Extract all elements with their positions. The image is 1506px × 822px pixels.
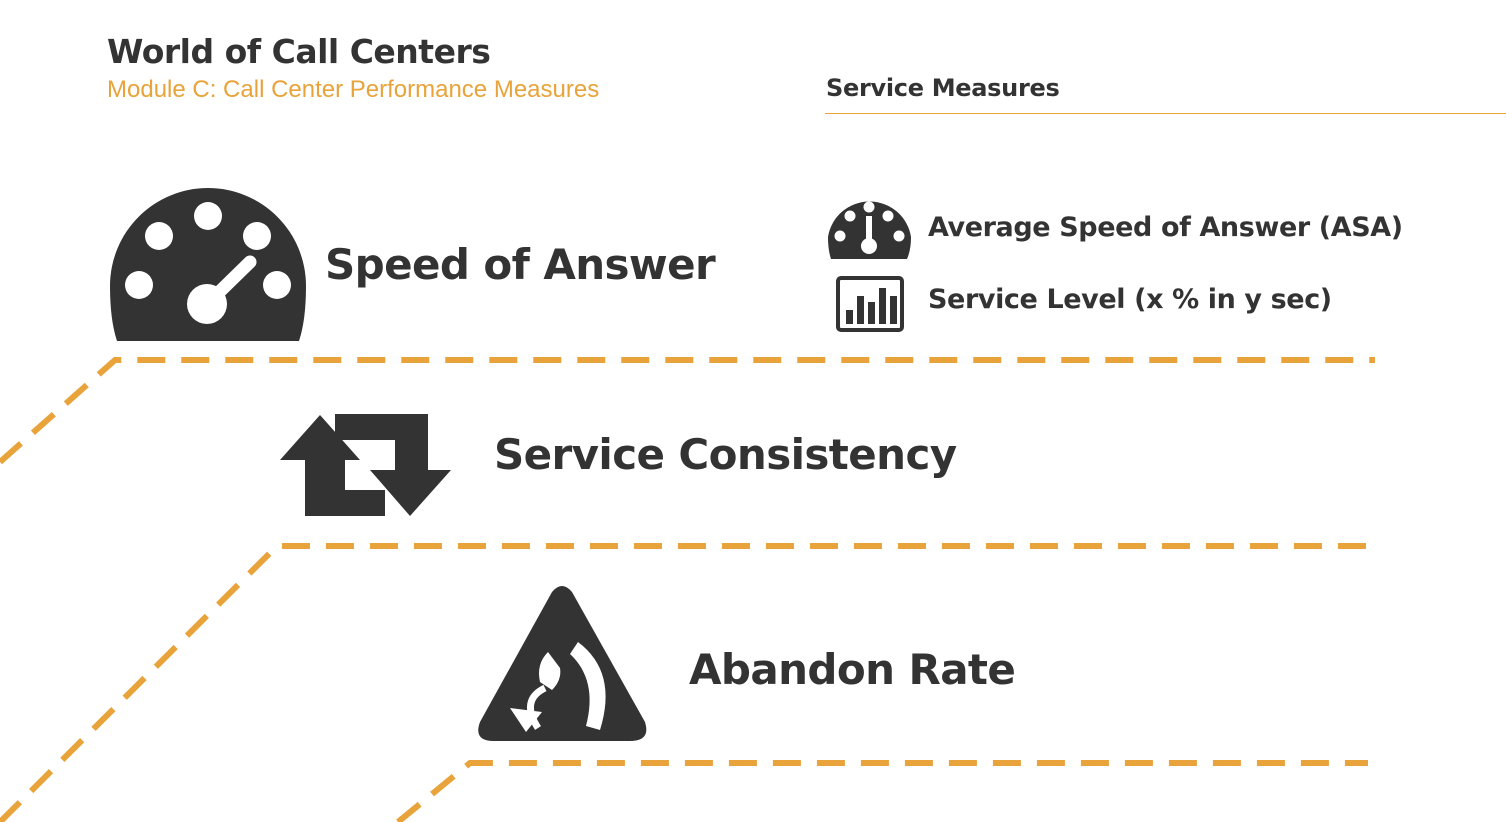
section-divider <box>825 113 1506 114</box>
page-title: World of Call Centers <box>107 32 491 71</box>
step-3-line <box>396 760 1368 822</box>
step-abandon-rate-label: Abandon Rate <box>689 645 1016 694</box>
measure-service-level-label: Service Level (x % in y sec) <box>928 284 1332 315</box>
step-1-line <box>0 357 1375 465</box>
step-speed-of-answer-label: Speed of Answer <box>325 240 716 289</box>
step-service-consistency-label: Service Consistency <box>494 430 957 479</box>
section-heading: Service Measures <box>826 74 1060 102</box>
page-subtitle: Module C: Call Center Performance Measur… <box>107 76 600 103</box>
step-2-line <box>0 543 1370 822</box>
measure-asa-label: Average Speed of Answer (ASA) <box>928 212 1403 243</box>
